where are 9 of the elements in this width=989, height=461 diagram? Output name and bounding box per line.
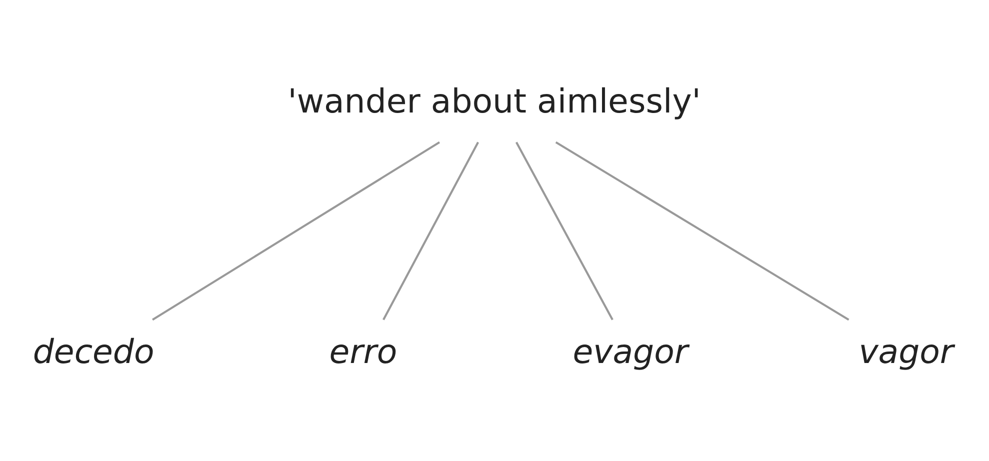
connector xyxy=(515,141,614,320)
node-text: evagor xyxy=(572,332,688,371)
node-text: decedo xyxy=(32,332,154,371)
connector xyxy=(555,140,850,320)
node-text: vagor xyxy=(858,332,954,371)
connector xyxy=(152,140,440,320)
node-text: 'wander about aimlessly' xyxy=(288,80,701,120)
connector xyxy=(382,141,479,320)
node-text: erro xyxy=(329,332,398,371)
